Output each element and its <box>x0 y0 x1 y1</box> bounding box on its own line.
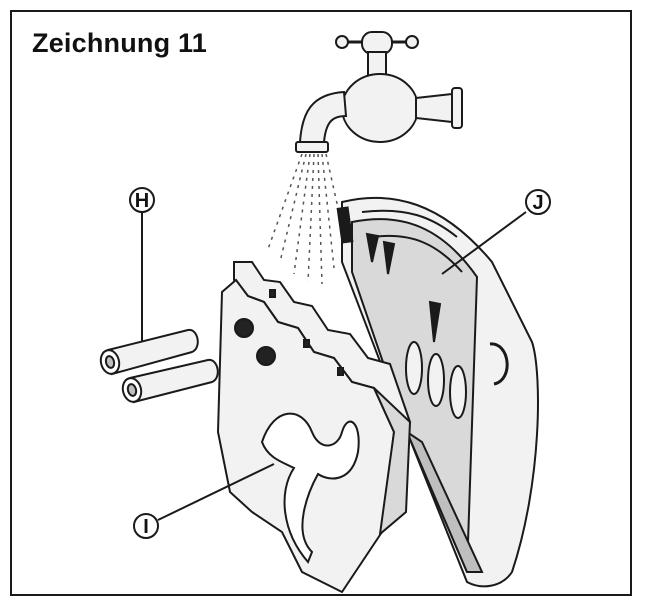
label-j: J <box>532 192 543 214</box>
faucet-aerator <box>295 141 329 153</box>
callout-j: J <box>441 189 551 275</box>
label-i: I <box>143 516 149 538</box>
faucet-body <box>341 73 419 143</box>
handle-right-knob <box>405 35 419 49</box>
figure-frame: Zeichnung 11 <box>10 10 632 596</box>
tube-lower <box>121 358 219 404</box>
illustration: H J I <box>99 31 551 594</box>
part-h-tubes <box>99 328 219 404</box>
faucet-flange <box>451 87 463 129</box>
handle-hub <box>361 31 393 55</box>
callout-i: I <box>133 463 275 539</box>
label-h: H <box>135 190 149 212</box>
figure-title: Zeichnung 11 <box>32 28 207 58</box>
faucet-inlet <box>415 92 453 124</box>
part-i-frame <box>216 261 412 594</box>
tube-upper <box>99 328 199 376</box>
handle-left-knob <box>335 35 349 49</box>
part-j-housing <box>336 196 539 588</box>
faucet-spout <box>298 90 348 143</box>
water-spray <box>266 153 347 285</box>
faucet <box>295 31 463 153</box>
callout-h: H <box>129 187 155 342</box>
